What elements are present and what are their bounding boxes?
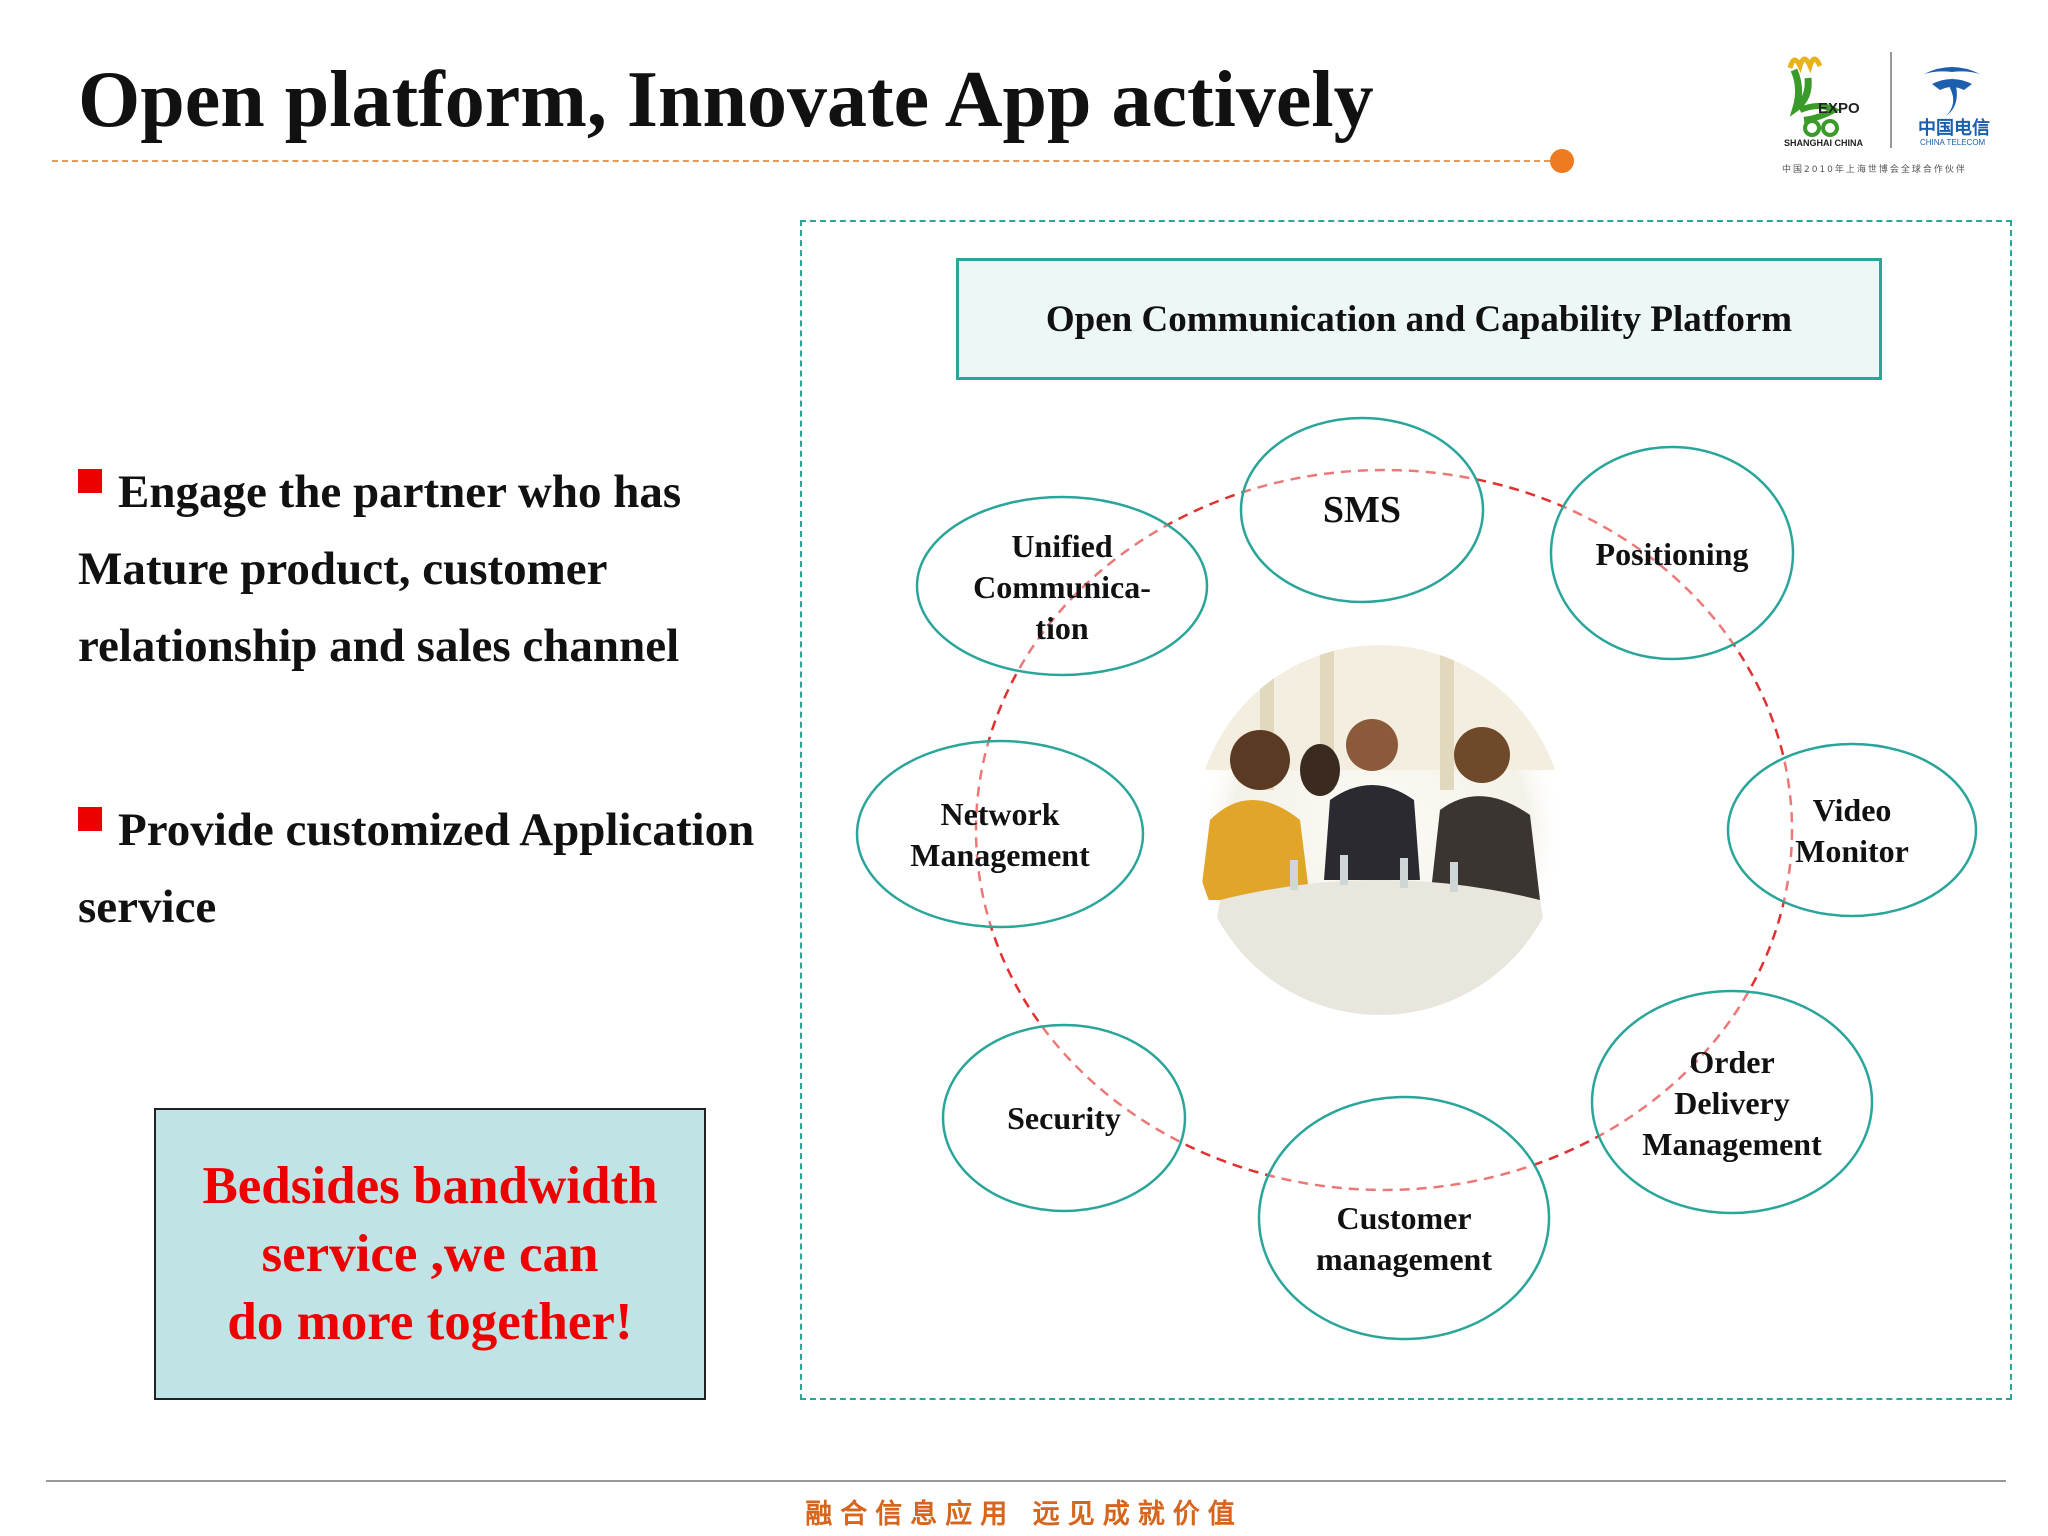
slide-title: Open platform, Innovate App actively xyxy=(78,56,1374,144)
logo-caption: 中国2010年上海世博会全球合作伙伴 xyxy=(1782,165,1967,175)
node-customer-management-label: Customer management xyxy=(1316,1200,1492,1277)
bullet-customized-service: Provide customized Application service xyxy=(78,792,758,946)
title-divider-dot xyxy=(1550,149,1574,173)
telecom-logo-english: CHINA TELECOM xyxy=(1920,138,1986,147)
expo-2010-logo xyxy=(1787,56,1841,137)
title-divider xyxy=(52,160,1560,162)
node-positioning-label: Positioning xyxy=(1595,535,1749,572)
bullet-square-icon xyxy=(78,469,102,493)
platform-label: Open Communication and Capability Platfo… xyxy=(1045,298,1793,340)
node-video-monitor-label: Video Monitor xyxy=(1795,792,1909,869)
node-order-delivery-label: Order Delivery Management xyxy=(1642,1043,1822,1162)
footer-divider xyxy=(46,1480,2006,1482)
diagram-frame xyxy=(800,220,2012,1400)
footer-slogan: 融合信息应用 远见成就价值 xyxy=(805,1499,1243,1530)
callout-box: Bedsides bandwidth service ,we can do mo… xyxy=(154,1108,706,1400)
bullet-square-icon xyxy=(78,807,102,831)
bullet-text: Provide customized Application service xyxy=(78,804,755,933)
telecom-logo-chinese: 中国电信 xyxy=(1918,118,1990,139)
bullet-text: Engage the partner who has Mature produc… xyxy=(78,466,682,672)
expo-logo-subtext: SHANGHAI CHINA xyxy=(1784,138,1864,148)
node-security-label: Security xyxy=(1007,1099,1121,1136)
callout-text: Bedsides bandwidth service ,we can do mo… xyxy=(202,1157,658,1351)
bullet-partners: Engage the partner who has Mature produc… xyxy=(78,454,758,685)
expo-logo-text: EXPO xyxy=(1818,100,1860,117)
logo-divider xyxy=(1890,52,1892,148)
platform-box: Open Communication and Capability Platfo… xyxy=(956,258,1882,380)
node-sms-label: SMS xyxy=(1322,488,1402,531)
node-network-management-label: Network Management xyxy=(910,796,1090,873)
node-unified-communication-label: Unified Communica- tion xyxy=(973,527,1151,646)
partner-logos: EXPO SHANGHAI CHINA 中国电信 CHINA TELECOM 中… xyxy=(1780,48,2020,178)
china-telecom-logo xyxy=(1924,67,1980,116)
